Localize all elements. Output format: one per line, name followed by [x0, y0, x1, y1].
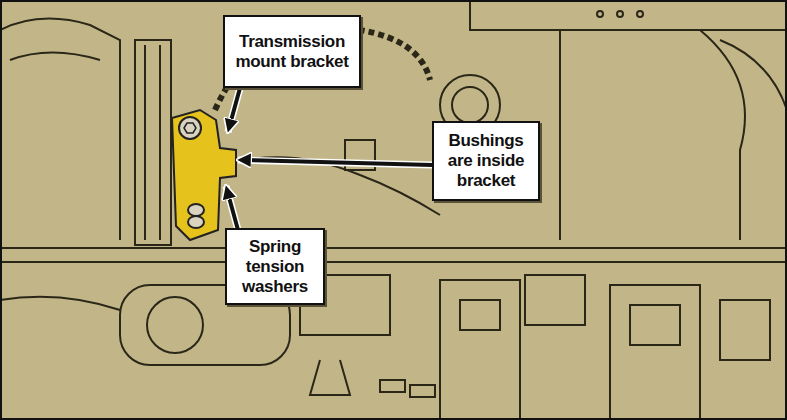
leader-outline — [226, 186, 238, 230]
callout-text: Transmission mount bracket — [233, 32, 351, 72]
case-curve — [700, 30, 745, 240]
leader-arrow — [242, 160, 432, 165]
housing-outline — [10, 53, 100, 61]
washer — [188, 204, 204, 216]
plate-line — [159, 45, 161, 240]
frame-rail — [0, 247, 787, 249]
top-housing — [470, 0, 787, 30]
leader-outline — [228, 88, 240, 132]
case-curve — [720, 40, 787, 110]
leader-arrow — [227, 190, 238, 230]
mount-bore — [147, 297, 203, 353]
frame-block — [610, 285, 700, 420]
side-plate — [135, 40, 171, 245]
frame-block — [525, 275, 585, 325]
flange-inner — [452, 87, 488, 123]
frame-member — [0, 297, 120, 310]
leader-arrow — [229, 88, 240, 128]
hex-socket — [184, 123, 196, 133]
bolt — [597, 11, 603, 17]
callout-text: Bushings are inside bracket — [442, 131, 530, 191]
housing-outline — [0, 19, 120, 240]
bolt-head — [630, 305, 680, 345]
frame-rail — [0, 261, 787, 263]
bolt-head — [179, 117, 201, 139]
bolt-head — [460, 300, 500, 330]
callout-box: Transmission mount bracket — [223, 15, 361, 88]
plate-line — [144, 45, 146, 240]
callout-text: Spring tension washers — [235, 237, 315, 297]
clip — [410, 385, 435, 397]
leader-arrows — [226, 88, 432, 230]
frame-block — [440, 280, 520, 420]
bolt — [617, 11, 623, 17]
washer — [188, 216, 204, 228]
clip — [380, 380, 405, 392]
leader-outline — [238, 160, 432, 165]
callout-box: Bushings are inside bracket — [432, 121, 540, 201]
bolt — [637, 11, 643, 17]
tube-chain — [215, 27, 430, 110]
case-edge — [559, 30, 561, 240]
frame-block — [720, 300, 770, 360]
stud — [310, 360, 350, 395]
callout-box: Spring tension washers — [225, 228, 325, 305]
